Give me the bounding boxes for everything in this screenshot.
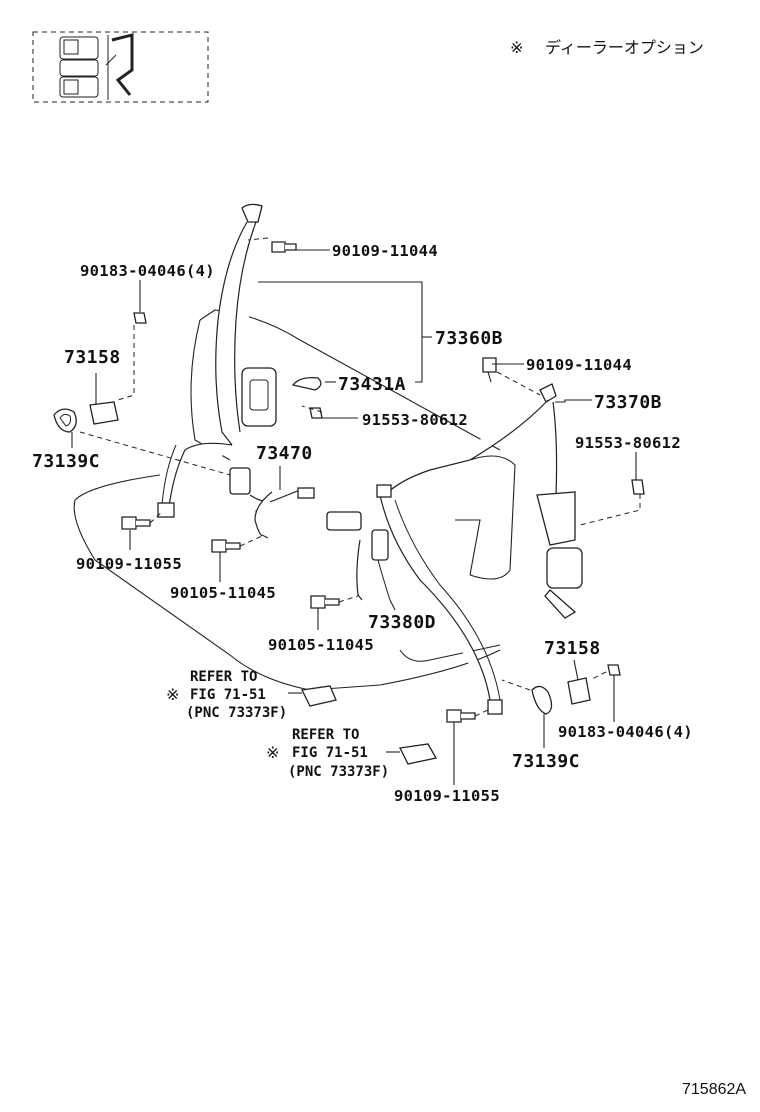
label-nut-90183-04046-right: 90183-04046(4) <box>558 723 693 741</box>
reference-mark: ※ <box>266 743 279 762</box>
label-bracket-73158-right: 73158 <box>544 638 601 659</box>
reference-note-upper: REFER TO ※ FIG 71-51 (PNC 73373F) <box>166 669 287 721</box>
left-seat-belt-assembly <box>157 203 277 518</box>
bracket-bezel-left <box>53 401 119 433</box>
label-bezel-73139c-left: 73139C <box>32 451 100 472</box>
label-bolt-90105-11045-b: 90105-11045 <box>268 636 374 654</box>
fasteners <box>121 241 645 723</box>
label-bolt-90109-11044-right: 90109-11044 <box>526 356 632 374</box>
label-bezel-73139c-right: 73139C <box>512 751 580 772</box>
seat-locator-thumbnail <box>32 31 209 103</box>
reference-part-upper <box>301 685 337 707</box>
label-belt-73360b: 73360B <box>435 328 503 349</box>
leader-lines <box>71 249 637 785</box>
reference-part-lower <box>399 743 438 765</box>
reference-note-line2: FIG 71-51 <box>292 745 368 761</box>
label-center-belt-73470: 73470 <box>256 443 313 464</box>
label-nut-90183-04046-left: 90183-04046(4) <box>80 262 215 280</box>
label-belt-73370b: 73370B <box>594 392 662 413</box>
reference-note-line3: (PNC 73373F) <box>288 764 389 780</box>
label-bolt-90105-11045-a: 90105-11045 <box>170 584 276 602</box>
label-buckle-73380d: 73380D <box>368 612 436 633</box>
figure-code: 715862A <box>682 1081 746 1098</box>
label-bracket-73158-left: 73158 <box>64 347 121 368</box>
label-bolt-90109-11044-upper: 90109-11044 <box>332 242 438 260</box>
right-seat-belt-assembly <box>376 383 583 715</box>
reference-note-line1: REFER TO <box>190 669 257 685</box>
reference-mark: ※ <box>166 685 179 704</box>
dashed-guide-lines <box>79 237 641 717</box>
reference-note-line3: (PNC 73373F) <box>186 705 287 721</box>
reference-note-lower: REFER TO ※ FIG 71-51 (PNC 73373F) <box>266 727 389 780</box>
legend-mark: ※ <box>510 38 523 57</box>
rear-seat-cushion <box>73 309 516 691</box>
legend-text: ディーラーオプション <box>545 38 704 57</box>
reference-note-line1: REFER TO <box>292 727 359 743</box>
bracket-bezel-right <box>531 677 591 715</box>
label-bolt-90109-11055-left: 90109-11055 <box>76 555 182 573</box>
center-buckle-73380d <box>326 511 391 601</box>
label-cover-73431a: 73431A <box>338 374 406 395</box>
label-screw-91553-80612-left: 91553-80612 <box>362 411 468 429</box>
center-belt-73470 <box>229 467 315 539</box>
label-bolt-90109-11055-right: 90109-11055 <box>394 787 500 805</box>
cover-73431a <box>291 377 322 391</box>
label-screw-91553-80612-right: 91553-80612 <box>575 434 681 452</box>
reference-note-line2: FIG 71-51 <box>190 687 266 703</box>
